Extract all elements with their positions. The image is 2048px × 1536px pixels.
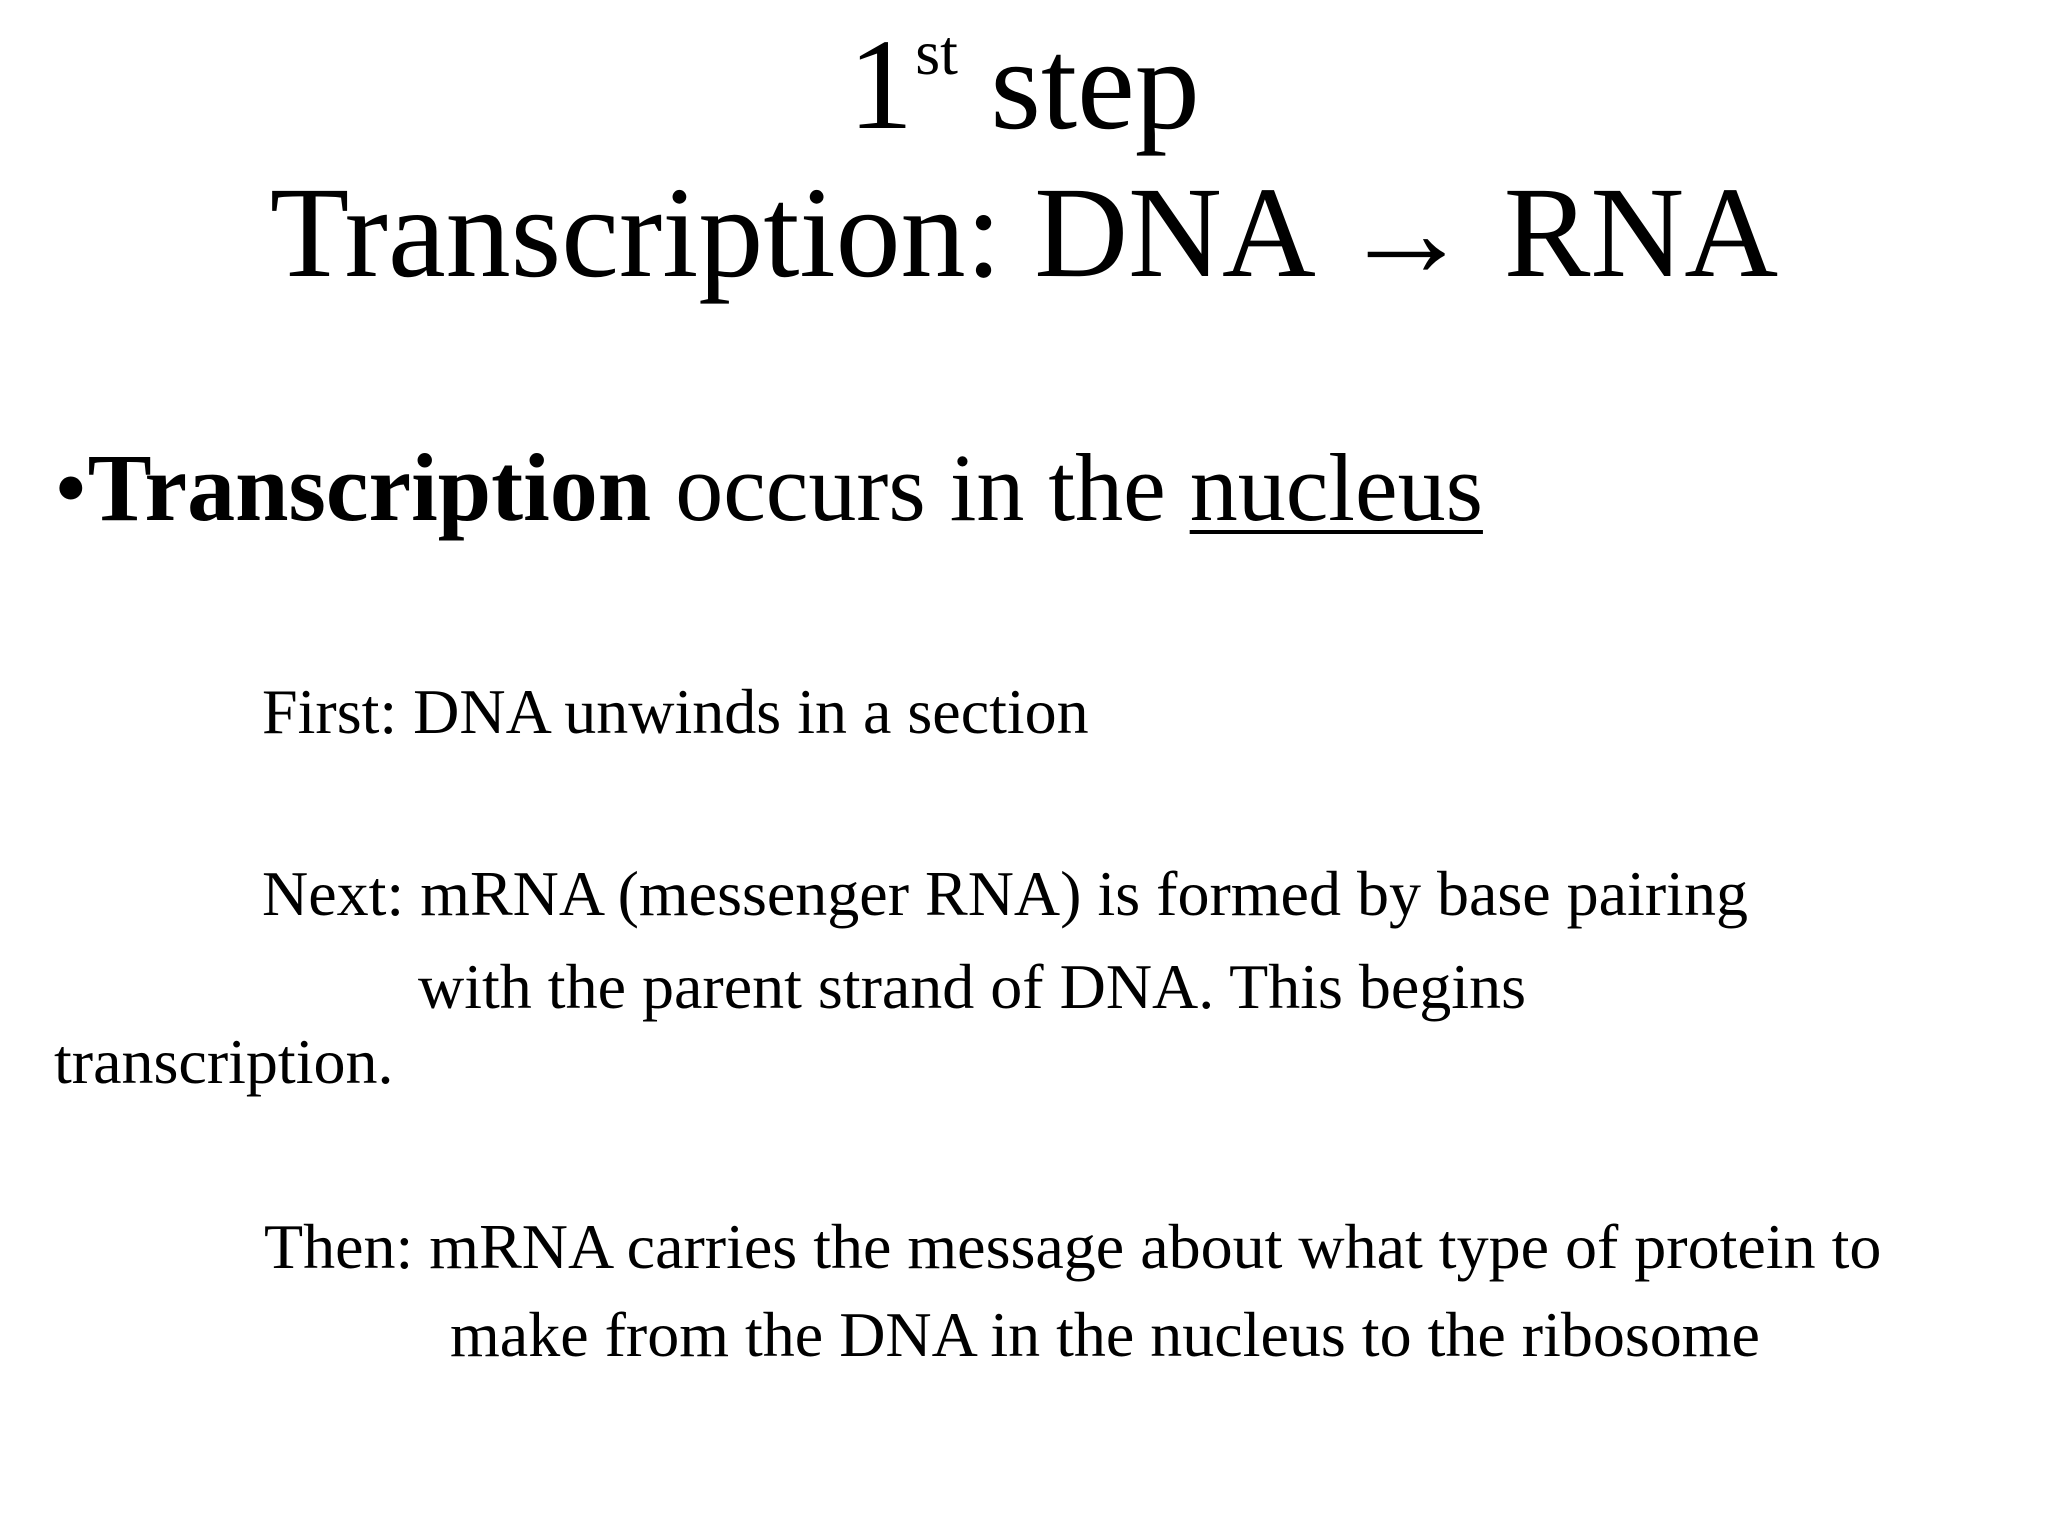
bullet-transcription-location: •Transcription occurs in the nucleus xyxy=(54,440,1483,536)
title-step-word: step xyxy=(957,13,1200,157)
step-then-line1: Then: mRNA carries the message about wha… xyxy=(264,1211,1882,1282)
title-step-superscript: st xyxy=(915,17,958,88)
bullet-underlined-term: nucleus xyxy=(1189,434,1483,541)
slide-title-step: 1st step xyxy=(0,20,2048,150)
title-step-number: 1 xyxy=(848,13,914,157)
bullet-middle-text: occurs in the xyxy=(651,434,1190,541)
step-first: First: DNA unwinds in a section xyxy=(262,676,1089,747)
step-next-line1: Next: mRNA (messenger RNA) is formed by … xyxy=(262,858,1748,929)
bullet-bold-term: Transcription xyxy=(87,434,652,541)
step-next-line3: transcription. xyxy=(54,1026,394,1097)
slide-title-transcription: Transcription: DNA → RNA xyxy=(269,161,1779,305)
bullet-marker: • xyxy=(54,434,88,541)
step-next-line2: with the parent strand of DNA. This begi… xyxy=(418,951,1526,1022)
step-then-line2: make from the DNA in the nucleus to the … xyxy=(450,1299,1760,1370)
